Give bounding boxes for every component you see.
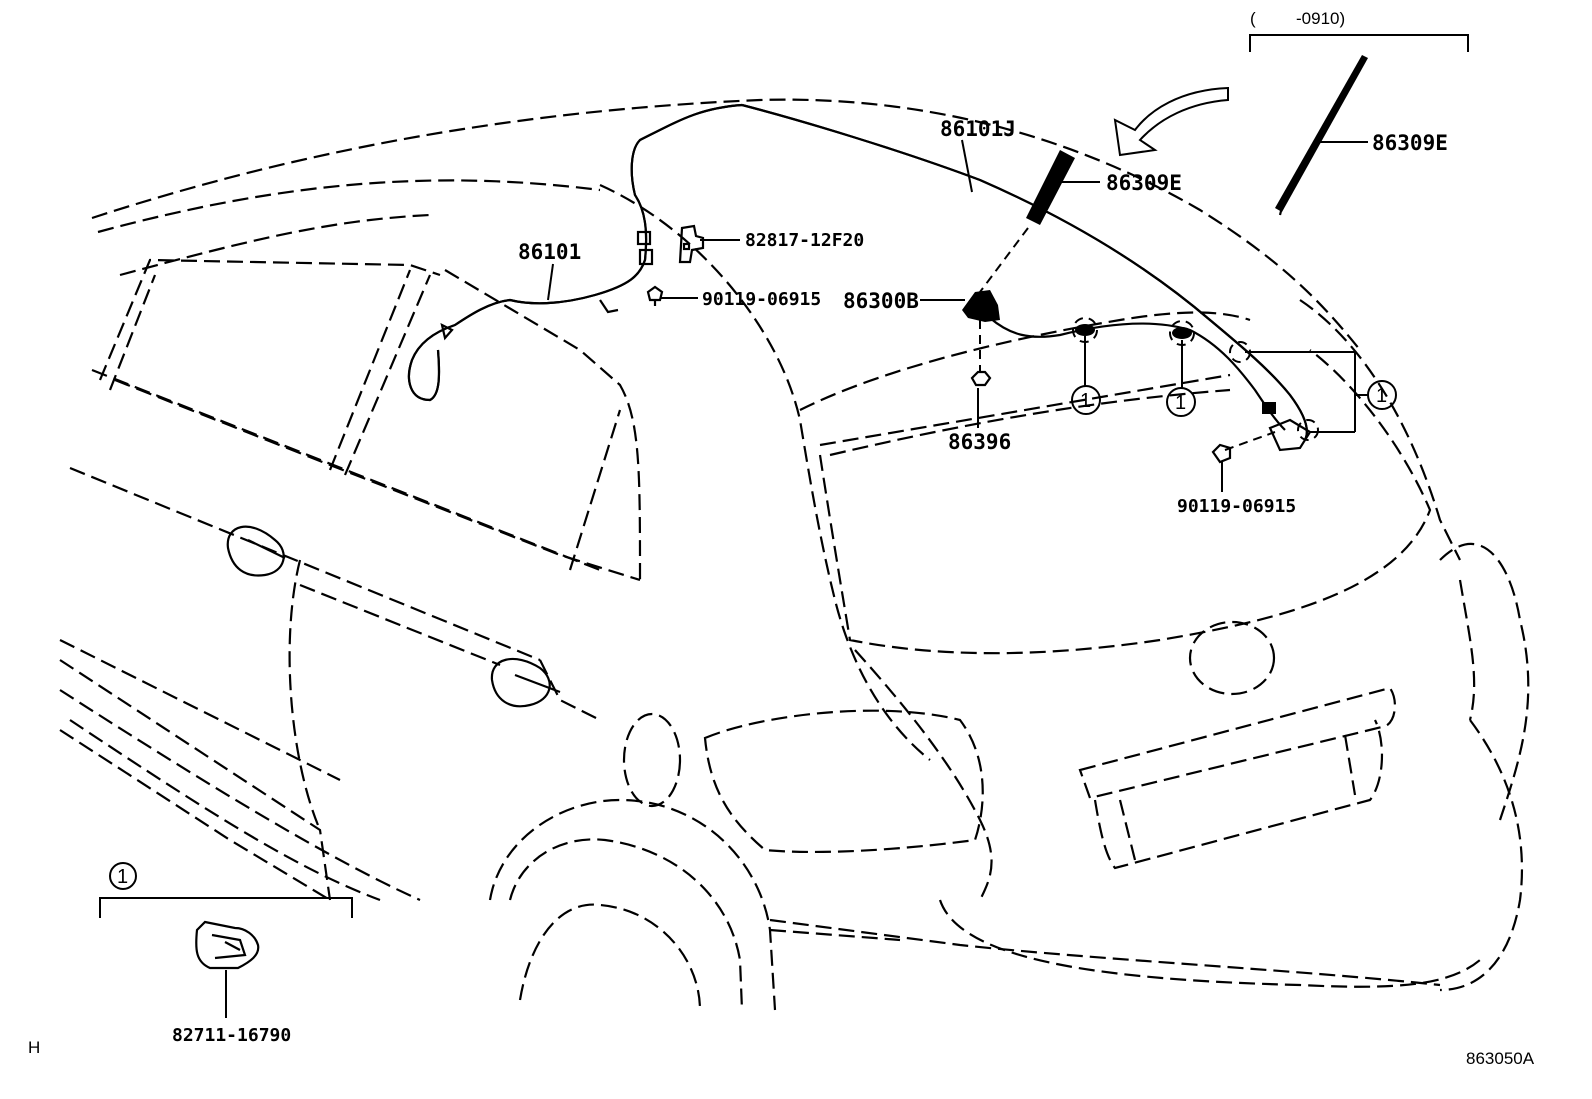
part-86300B-label: 86300B [843, 289, 919, 313]
diagram-id: 863050A [1466, 1049, 1535, 1068]
legend-circle-label: 1 [117, 866, 128, 888]
clamp-82711-graphic [195, 920, 260, 970]
antenna-cord-86101-graphic [407, 103, 743, 402]
applicability-bracket [1249, 34, 1469, 52]
part-86309E-right-label: 86309E [1372, 131, 1448, 155]
car-body-outline [59, 98, 1530, 1011]
antenna-base-86300B-graphic [962, 290, 1312, 452]
bracket-82817-graphic [678, 224, 705, 264]
clip-location-markers [1072, 317, 1319, 441]
footer-left-code: H [28, 1038, 40, 1057]
callout-1-b-label: 1 [1175, 392, 1186, 414]
screw-lower-graphic [1211, 443, 1232, 464]
direction-arrow [1113, 86, 1229, 157]
part-82711-label: 82711-16790 [172, 1025, 291, 1046]
part-86396-label: 86396 [948, 430, 1011, 454]
callout-circle-1-c [1367, 380, 1397, 410]
part-86101J-label: 86101J [940, 117, 1016, 141]
callout-circle-1-a [1071, 385, 1101, 415]
part-90119-lower-label: 90119-06915 [1177, 496, 1296, 517]
callout-circle-1-b [1166, 387, 1196, 417]
part-82817-label: 82817-12F20 [745, 230, 864, 251]
part-86101-label: 86101 [518, 240, 581, 264]
callout-1-a-label: 1 [1080, 390, 1091, 412]
applicability-range: -0910) [1296, 9, 1345, 28]
applicability-open-paren: ( [1250, 9, 1256, 28]
antenna-cord-86101J-graphic [741, 103, 1308, 441]
screw-upper-graphic [646, 285, 664, 306]
legend-bracket [99, 862, 353, 918]
antenna-rod-right-graphic [1275, 55, 1368, 216]
antenna-rod-center-graphic [1026, 150, 1075, 225]
callout-1-c-label: 1 [1376, 385, 1387, 407]
part-90119-upper-label: 90119-06915 [702, 289, 821, 310]
part-86309E-center-label: 86309E [1106, 171, 1182, 195]
cushion-86396-graphic [970, 370, 992, 387]
leader-lines [225, 139, 1368, 1018]
